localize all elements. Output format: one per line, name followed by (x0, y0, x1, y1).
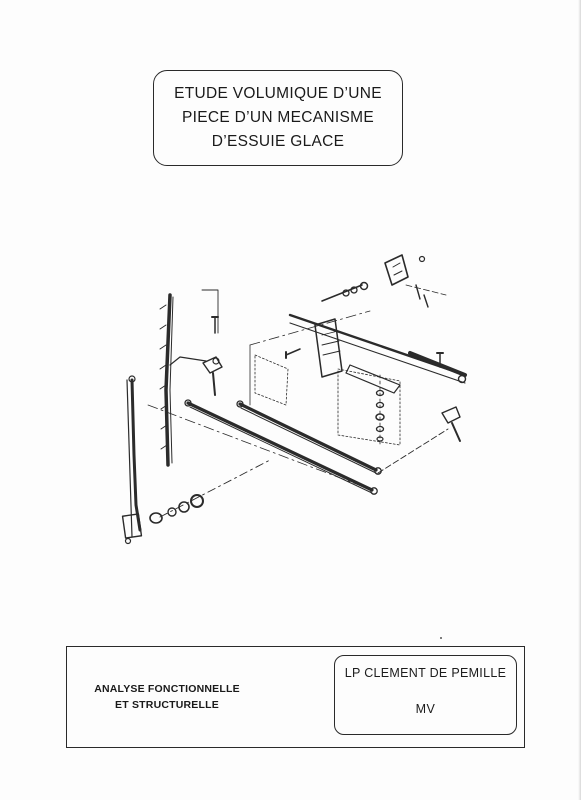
analysis-block: ANALYSE FONCTIONNELLE ET STRUCTURELLE (67, 647, 267, 747)
title-line-3: D’ESSUIE GLACE (211, 133, 345, 150)
title-line-1: ETUDE VOLUMIQUE D’UNE (174, 85, 382, 102)
mounting-frame (288, 313, 467, 394)
crank-left (202, 356, 223, 396)
analysis-line-2: ET STRUCTURELLE (115, 699, 219, 711)
wiper-blade (159, 293, 207, 467)
footer-box: ANALYSE FONCTIONNELLE ET STRUCTURELLE LP… (66, 646, 525, 748)
drive-washers (149, 459, 271, 524)
title-box: ETUDE VOLUMIQUE D’UNE PIECE D’UN MECANIS… (153, 70, 403, 166)
wiper-arm (121, 375, 143, 545)
page-edge (578, 0, 581, 800)
wiper-mechanism-drawing (121, 254, 467, 545)
link-rods (184, 399, 382, 495)
crank-right (377, 406, 461, 474)
analysis-line-1: ANALYSE FONCTIONNELLE (94, 683, 240, 695)
construction-lines (147, 284, 447, 491)
motor-bracket (384, 254, 429, 308)
school-box: LP CLEMENT DE PEMILLE MV (334, 655, 517, 735)
washer-stack (375, 374, 385, 446)
bolts (211, 281, 444, 368)
title-line-2: PIECE D’UN MECANISME (181, 109, 375, 126)
school-name: LP CLEMENT DE PEMILLE (344, 666, 507, 680)
school-initials: MV (415, 702, 436, 716)
scan-speck (440, 637, 442, 639)
